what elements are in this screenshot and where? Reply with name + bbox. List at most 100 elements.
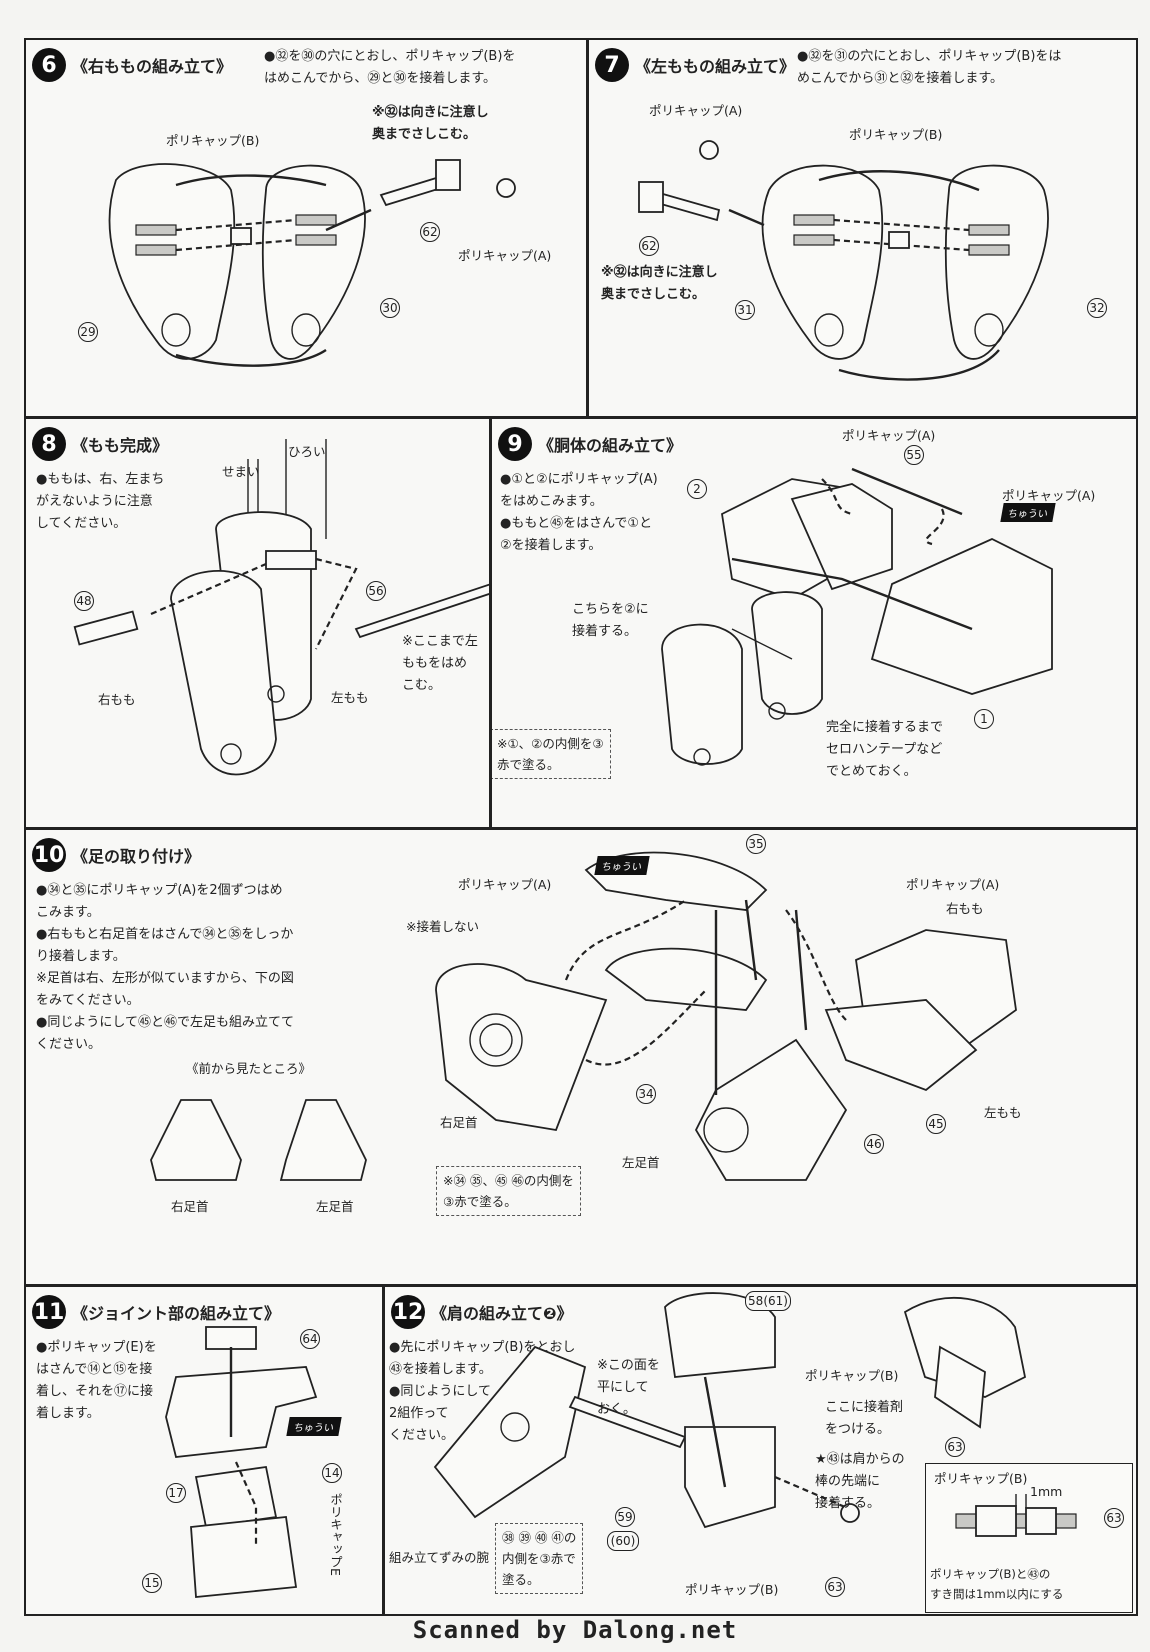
inset-title: ポリキャップ(B) — [934, 1471, 1028, 1486]
step-instruction: ●㉞と㉟にポリキャップ(A)を2個ずつはめ こみます。 ●右ももと右足首をはさん… — [36, 883, 294, 1052]
gap-inset-drawing — [955, 1494, 1077, 1537]
part-number: 48 — [74, 591, 94, 611]
glue-tip-note: ここに接着剤 をつける。 — [825, 1400, 904, 1437]
thigh-diagram — [638, 140, 1049, 381]
part-number: 31 — [735, 300, 755, 320]
part-number: 17 — [166, 1483, 186, 1503]
thigh-assembly-diagram — [73, 439, 489, 776]
scan-credit: Scanned by Dalong.net — [412, 1616, 738, 1644]
part-number: (60) — [607, 1531, 639, 1551]
step-number: 7 — [595, 48, 629, 82]
part-number: 58(61) — [745, 1291, 791, 1311]
caution-note: ※㉜は向きに注意し 奥までさしこむ。 — [372, 105, 489, 142]
front-view-label: 《前から見たところ》 — [186, 1061, 312, 1076]
gap-note: ポリキャップ(B)と㊸の すき間は1mm以内にする — [930, 1567, 1064, 1601]
step-10-panel: 10 《足の取り付け》 ●㉞と㉟にポリキャップ(A)を2個ずつはめ こみます。 … — [24, 828, 1138, 1286]
part-number: 63 — [825, 1577, 845, 1597]
caution-tag: ちゅうい — [286, 1417, 342, 1436]
insertion-note: ※ここまで左 ももをはめ こむ。 — [402, 634, 478, 693]
right-ankle-label: 右足首 — [171, 1199, 209, 1214]
gap-mm-label: 1mm — [1030, 1484, 1063, 1499]
tape-note: 完全に接着するまで セロハンテープなど でとめておく。 — [826, 720, 944, 779]
step-12-panel: 12 《肩の組み立て❷》 ●先にポリキャップ(B)をとおし ㊸を接着します。 ●… — [383, 1285, 1138, 1616]
paint-note: ㊳ ㊴ ㊵ ㊶の 内側を③赤で 塗る。 — [495, 1523, 584, 1594]
part-number: 56 — [366, 581, 386, 601]
part-number: 62 — [420, 222, 440, 242]
part-number: 59 — [615, 1507, 635, 1527]
caution-tag: ちゅうい — [594, 856, 650, 875]
step-title: 《もも完成》 — [72, 436, 169, 455]
step-number: 8 — [32, 427, 66, 461]
flat-surface-note: ※この面を 平にして おく。 — [597, 1358, 660, 1417]
polycap-b-label: ポリキャップ(B) — [849, 127, 943, 142]
step-11-panel: 11 《ジョイント部の組み立て》 ●ポリキャップ(E)を はさんで⑭と⑮を接 着… — [24, 1285, 384, 1616]
step-11-header: 11 《ジョイント部の組み立て》 — [32, 1295, 280, 1329]
step-8-panel: 8 《もも完成》 ●ももは、右、左まち がえないように注意 してください。 せま… — [24, 417, 491, 829]
polycap-b-label: ポリキャップ(B) — [685, 1582, 779, 1597]
part-number: 64 — [300, 1329, 320, 1349]
step-12-header: 12 《肩の組み立て❷》 — [391, 1295, 573, 1329]
glue-here-note: こちらを②に 接着する。 — [572, 602, 649, 639]
star-note: ★㊸は肩からの 棒の先端に 接着する。 — [815, 1452, 905, 1511]
step-title: 《右ももの組み立て》 — [72, 57, 233, 76]
polycap-b-label: ポリキャップ(B) — [166, 133, 260, 148]
part-number: 15 — [142, 1573, 162, 1593]
step-instruction: ●ポリキャップ(E)を はさんで⑭と⑮を接 着し、それを⑰に接 着します。 — [36, 1340, 157, 1421]
caution-tag: ちゅうい — [1000, 503, 1056, 522]
torso-diagram — [661, 467, 1053, 766]
left-ankle-label: 左足首 — [622, 1155, 660, 1170]
step-10-header: 10 《足の取り付け》 — [32, 838, 200, 872]
wide-label: ひろい — [288, 444, 326, 459]
step-6-panel: 6 《右ももの組み立て》 ●㉜を㉚の穴にとおし、ポリキャップ(B)を はめこんで… — [24, 38, 588, 418]
step-instruction: ●ももは、右、左まち がえないように注意 してください。 — [36, 472, 165, 531]
polycap-a-label: ポリキャップ(A) — [458, 877, 552, 892]
left-ankle-label: 左足首 — [316, 1199, 354, 1214]
part-number: 34 — [636, 1084, 656, 1104]
step-title: 《足の取り付け》 — [72, 847, 201, 866]
polycap-a-label: ポリキャップ(A) — [1002, 488, 1096, 503]
step-9-panel: 9 《胴体の組み立て》 ●①と②にポリキャップ(A) をはめこみます。 ●ももと… — [490, 417, 1138, 829]
part-number: 32 — [1087, 298, 1107, 318]
step-number: 10 — [32, 838, 66, 872]
step-title: 《ジョイント部の組み立て》 — [72, 1304, 281, 1323]
polycap-a-label: ポリキャップ(A) — [906, 877, 1000, 892]
left-thigh-label: 左もも — [984, 1105, 1022, 1120]
joint-diagram — [165, 1326, 318, 1598]
paint-note: ※㉞ ㉟、㊺ ㊻の内側を ③赤で塗る。 — [436, 1166, 581, 1216]
step-instruction: ●㉜を㉚の穴にとおし、ポリキャップ(B)を はめこんでから、㉙と㉚を接着します。 — [264, 49, 516, 86]
right-thigh-label: 右もも — [946, 901, 984, 916]
step-title: 《左ももの組み立て》 — [635, 57, 796, 76]
step-7-header: 7 《左ももの組み立て》 — [595, 48, 795, 82]
part-number: 62 — [639, 236, 659, 256]
step-6-header: 6 《右ももの組み立て》 — [32, 48, 232, 82]
part-number: 63 — [945, 1437, 965, 1457]
assembled-arm-label: 組み立てずみの腕 — [389, 1550, 490, 1565]
part-number: 1 — [974, 709, 994, 729]
step-instruction: ●㉜を㉛の穴にとおし、ポリキャップ(B)をは めこんでから㉛と㉜を接着します。 — [797, 49, 1062, 86]
part-number: 46 — [864, 1134, 884, 1154]
part-number: 63 — [1104, 1508, 1124, 1528]
polycap-b-label: ポリキャップ(B) — [805, 1368, 899, 1383]
step-title: 《胴体の組み立て》 — [538, 436, 683, 455]
no-glue-note: ※接着しない — [406, 919, 479, 934]
step-number: 11 — [32, 1295, 66, 1329]
step-title: 《肩の組み立て❷》 — [431, 1304, 573, 1323]
part-number: 29 — [78, 322, 98, 342]
step-8-header: 8 《もも完成》 — [32, 427, 168, 461]
polycap-e-label: ポリキャップE — [328, 1493, 343, 1576]
right-thigh-label: 右もも — [98, 692, 136, 707]
part-number: 45 — [926, 1114, 946, 1134]
polycap-a-label: ポリキャップ(A) — [458, 248, 552, 263]
step-instruction: ●①と②にポリキャップ(A) をはめこみます。 ●ももと㊺をはさんで①と ②を接… — [500, 472, 658, 553]
narrow-label: せまい — [222, 464, 260, 479]
part-number: 2 — [687, 479, 707, 499]
part-number: 55 — [904, 445, 924, 465]
thigh-diagram — [108, 159, 516, 367]
paint-note: ※①、②の内側を③ 赤で塗る。 — [492, 729, 611, 779]
step-9-header: 9 《胴体の組み立て》 — [498, 427, 682, 461]
shoulder-diagram — [433, 1292, 1027, 1529]
step-number: 12 — [391, 1295, 425, 1329]
part-number: 35 — [746, 834, 766, 854]
step-number: 6 — [32, 48, 66, 82]
part-number: 14 — [322, 1463, 342, 1483]
